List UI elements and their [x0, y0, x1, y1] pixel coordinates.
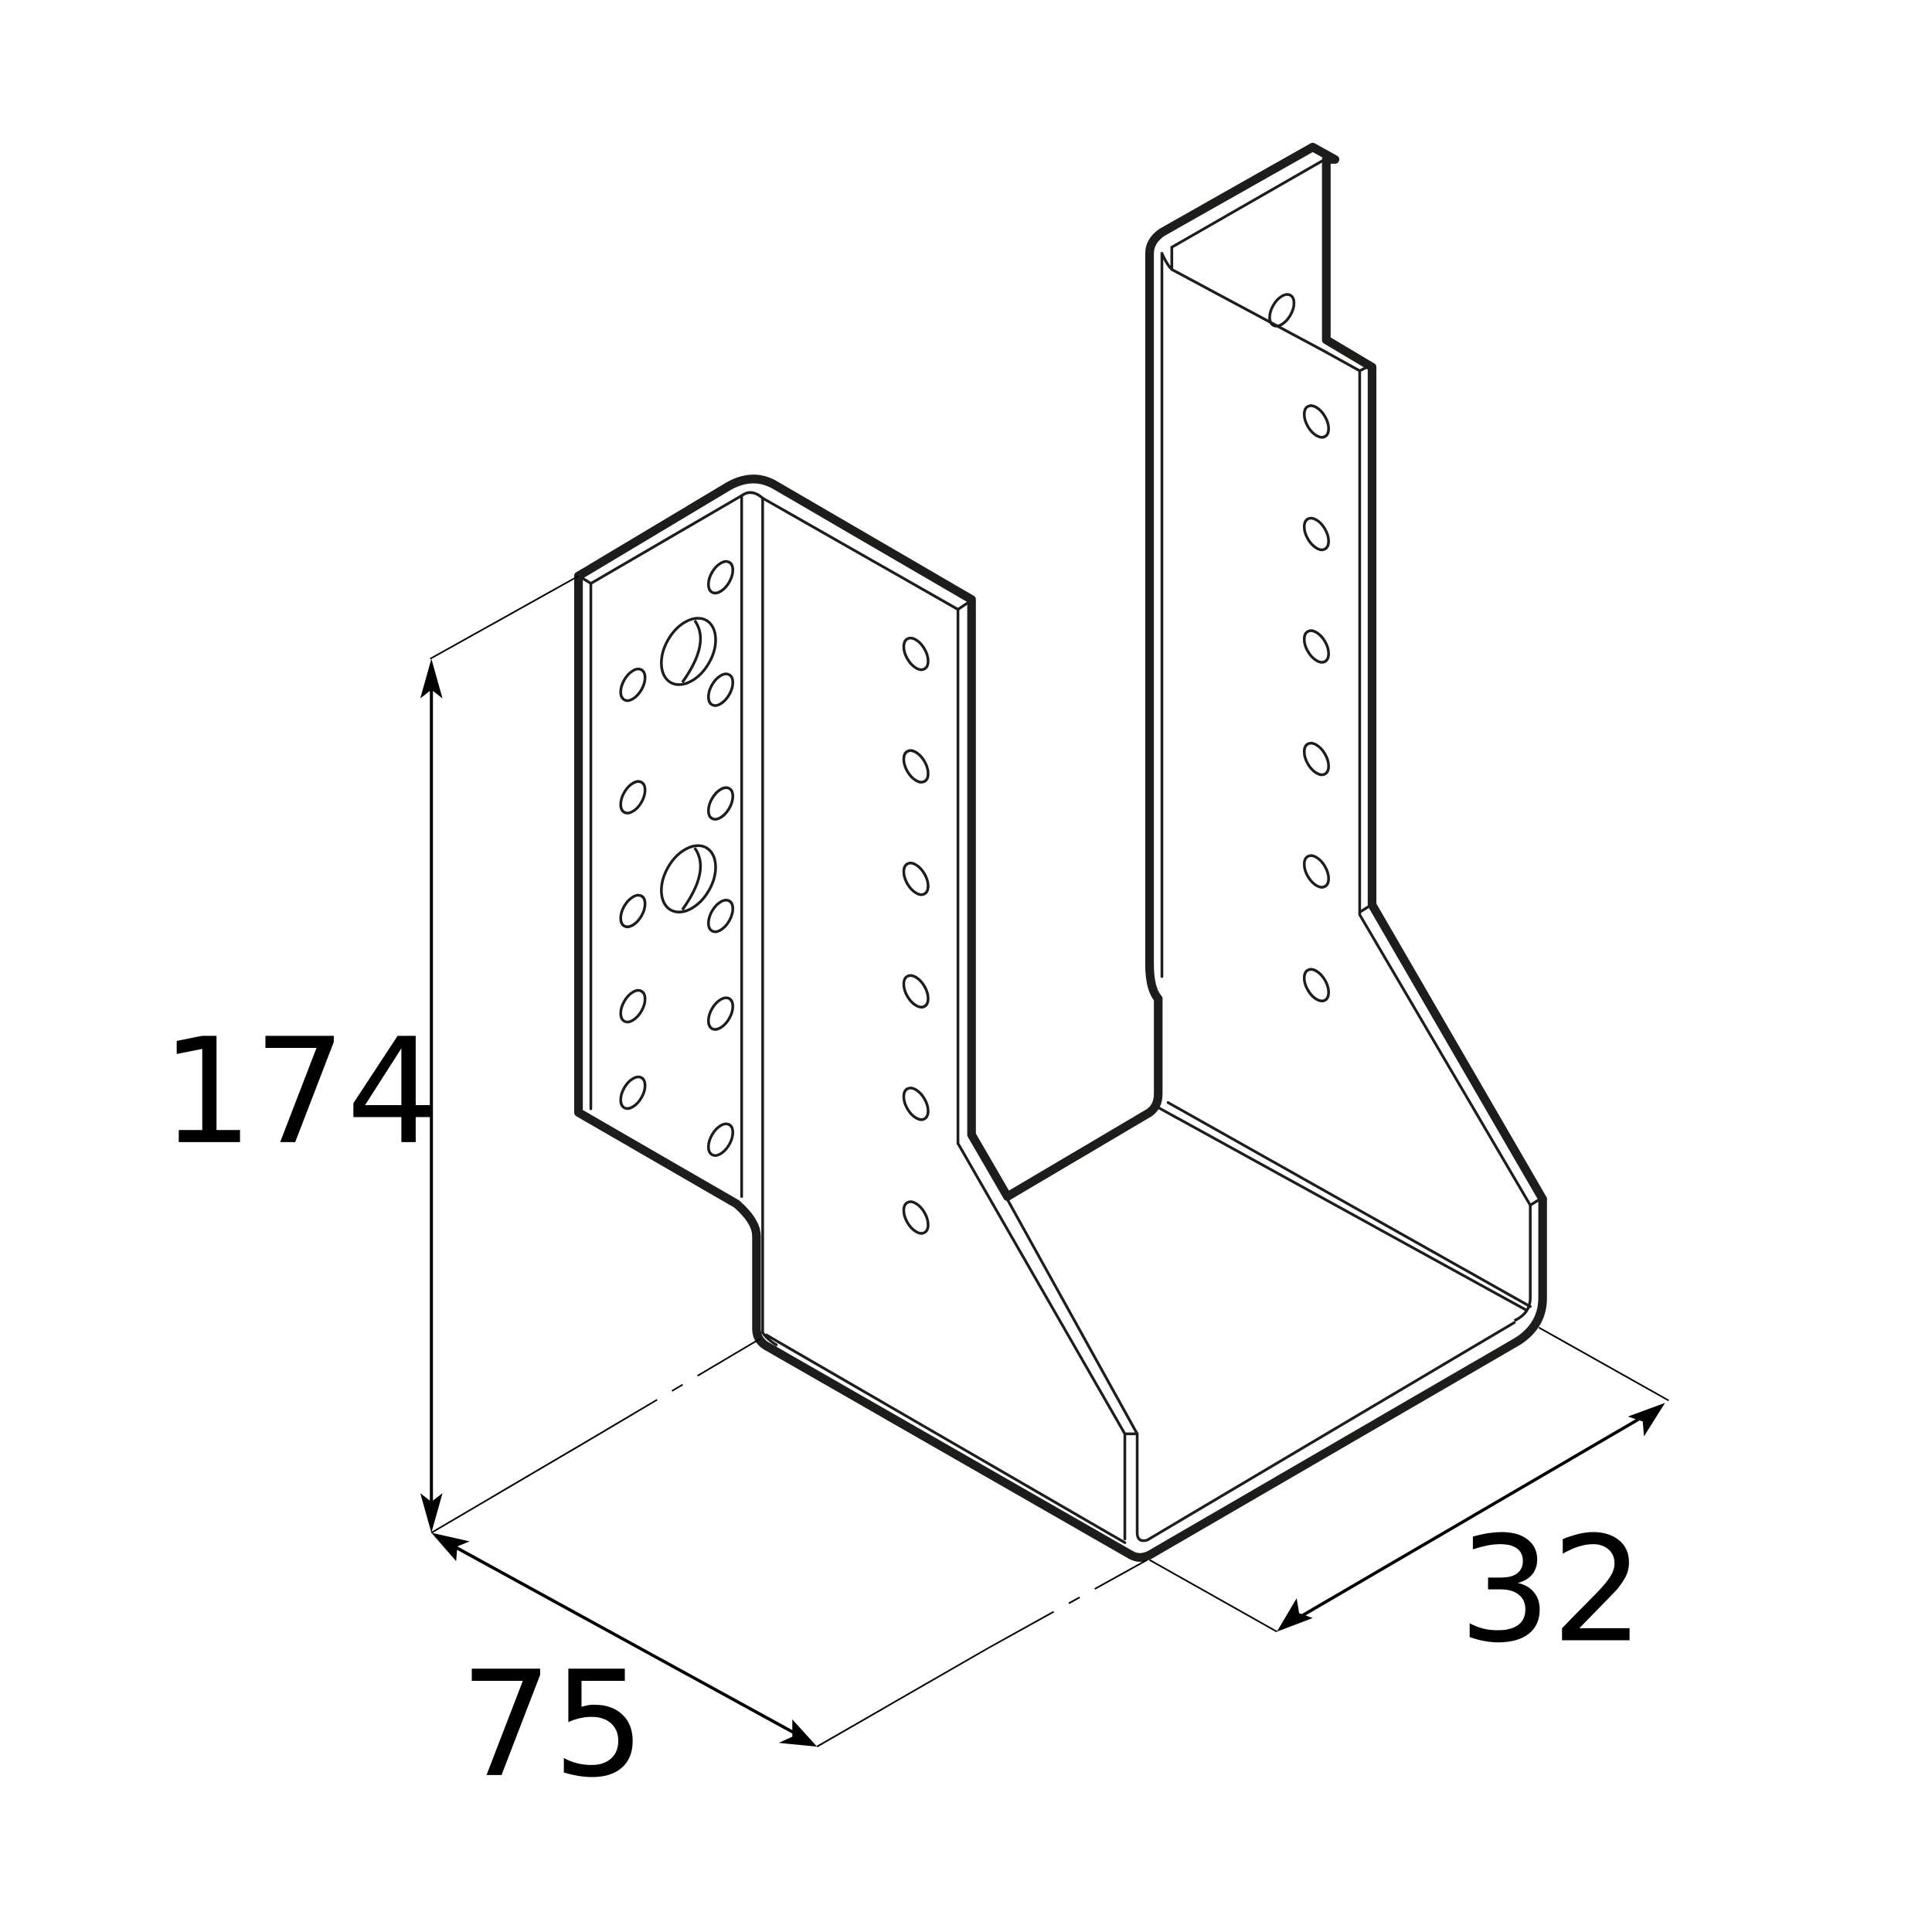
holes-front-side-flange	[902, 636, 930, 1235]
hidden-edge-dashed	[988, 1559, 1148, 1649]
dimension-label-depth: 32	[1458, 1505, 1644, 1675]
seat	[1002, 994, 1547, 1562]
dimension-height: 174	[161, 575, 580, 1533]
holes-left-flange	[619, 560, 735, 1157]
dimension-depth: 32	[1149, 1326, 1669, 1675]
large-hole-icon	[660, 617, 717, 686]
small-holes-col-1	[619, 667, 647, 1111]
extension-line-front	[1149, 1559, 1277, 1633]
dimension-line-depth	[1291, 1409, 1655, 1624]
dimension-line-width	[444, 1539, 804, 1740]
arrowhead-down-icon	[420, 1493, 443, 1533]
large-hole-icon	[660, 844, 717, 913]
dimension-label-height: 174	[161, 1007, 439, 1177]
arrowhead-right-icon	[778, 1719, 818, 1747]
holes-right-flange	[1268, 293, 1330, 1002]
extension-line-left	[430, 1437, 594, 1534]
dimension-label-width: 75	[460, 1640, 645, 1810]
arrowhead-up-icon	[420, 658, 443, 699]
extension-line-top	[430, 575, 580, 660]
extension-line-right	[816, 1647, 990, 1747]
arrowhead-right-icon	[1628, 1403, 1665, 1437]
small-holes-col-2	[706, 560, 735, 1157]
dimension-width: 75	[430, 1338, 1148, 1810]
left-flange	[573, 474, 1136, 1560]
extension-line-back	[1538, 1326, 1669, 1402]
arrowhead-left-icon	[431, 1532, 470, 1562]
arrowhead-left-icon	[1277, 1598, 1313, 1632]
right-flange	[1145, 142, 1547, 1207]
hidden-edge-dashed	[593, 1338, 761, 1439]
front-web	[764, 1133, 1516, 1544]
